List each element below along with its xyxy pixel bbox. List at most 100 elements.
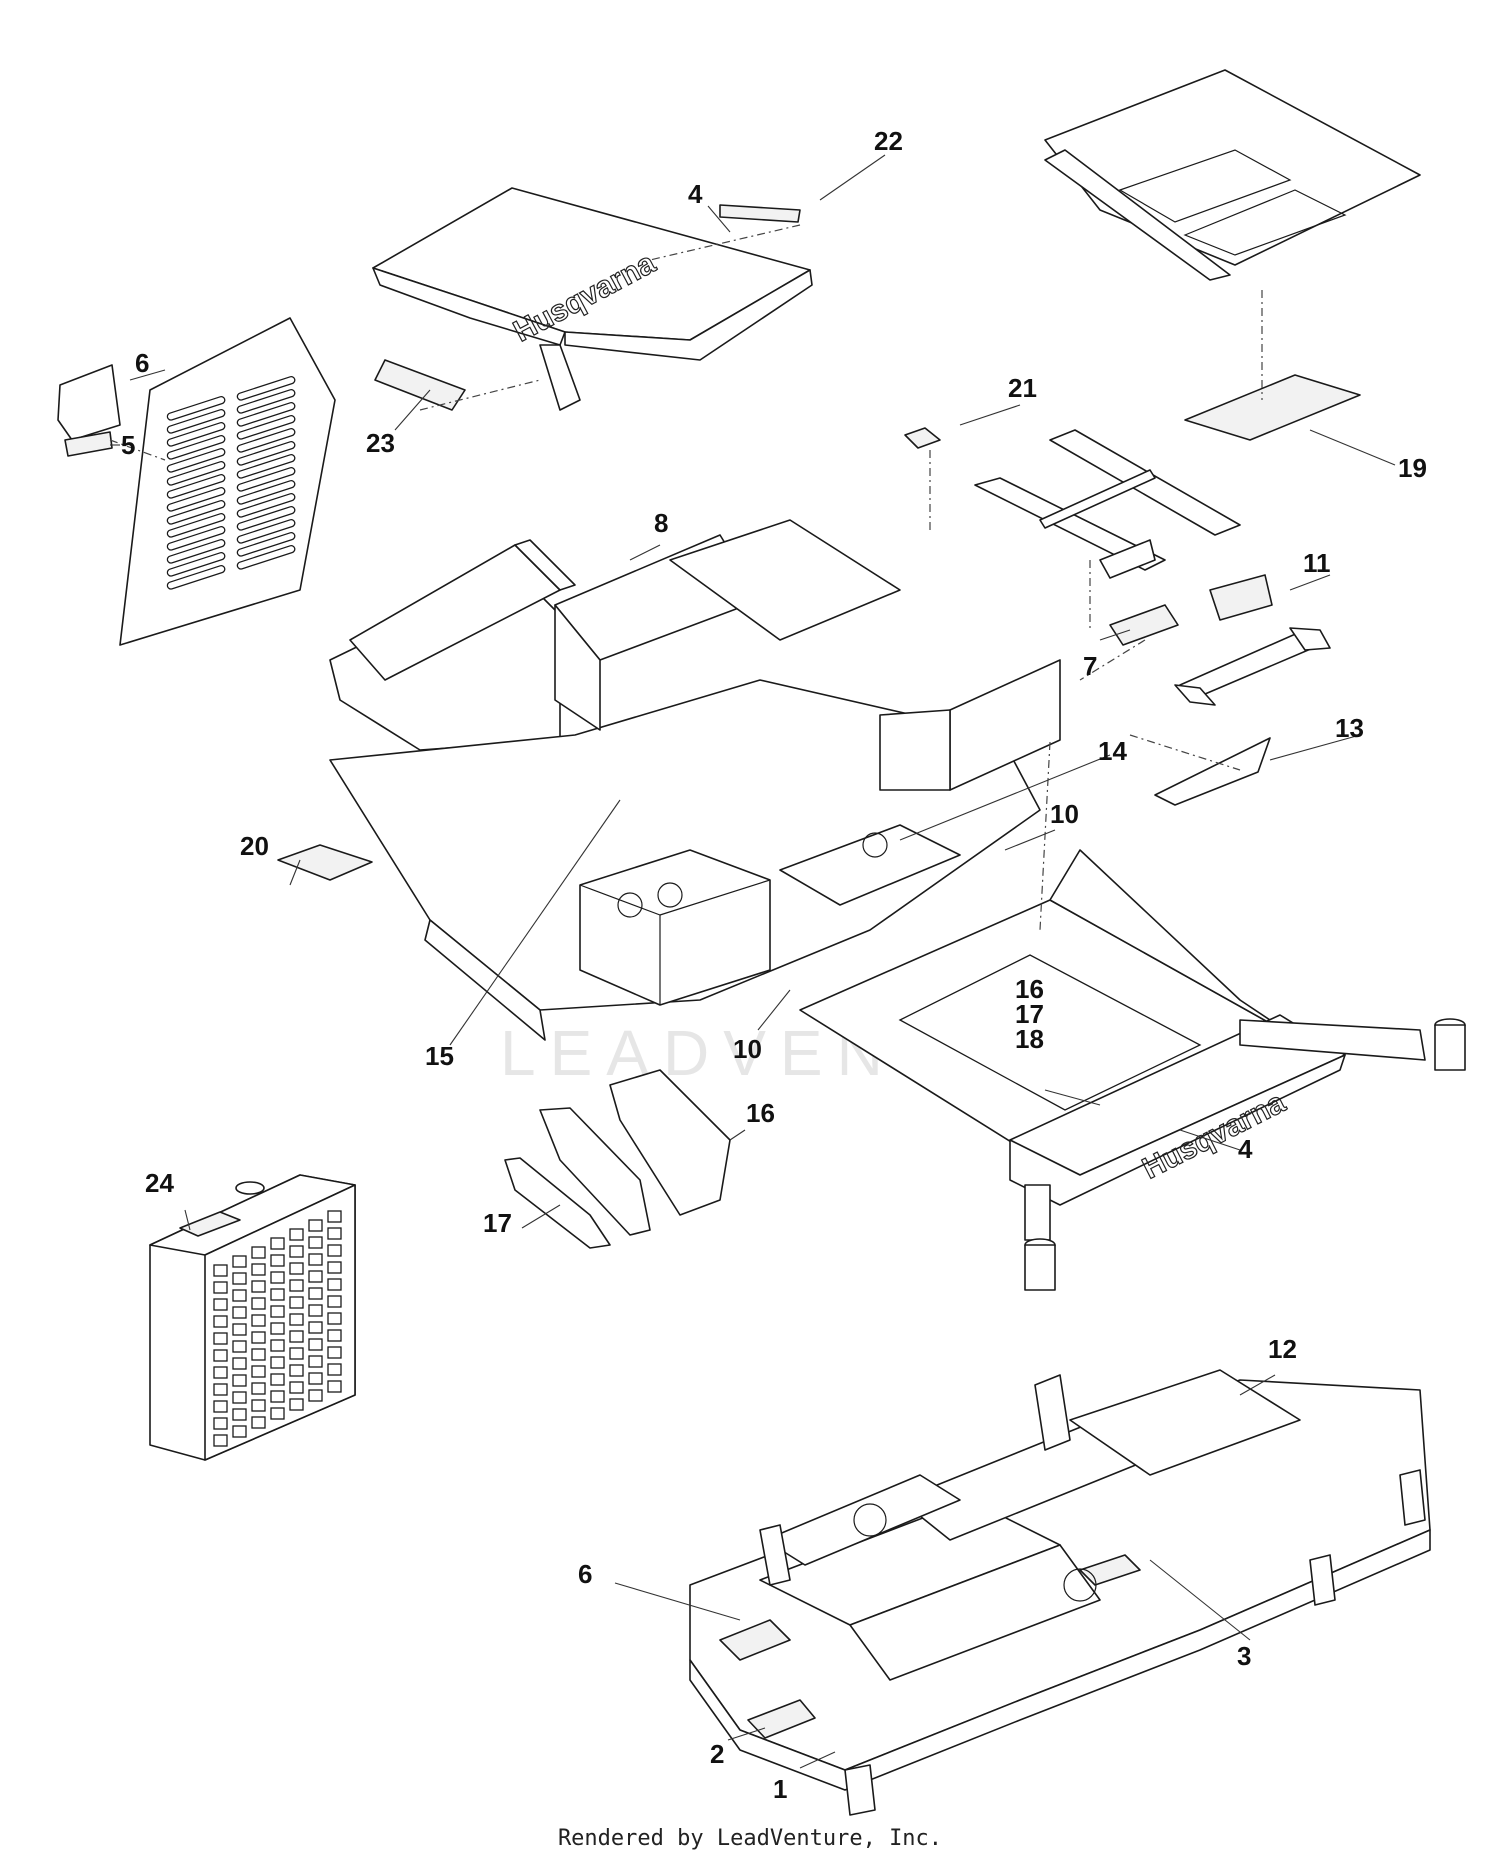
callout-23: 21 — [1008, 373, 1037, 403]
callout-4-bumper: 4 — [1238, 1134, 1253, 1164]
assembly-line — [1079, 639, 1146, 681]
grille-cell — [251, 1314, 266, 1327]
grille-cell — [232, 1425, 247, 1438]
grille-slot — [236, 531, 296, 557]
callout-16: 16 — [746, 1098, 775, 1128]
grille-cell — [289, 1245, 304, 1258]
grille-slot — [166, 473, 226, 499]
grille-cell — [289, 1347, 304, 1360]
part-25-strip — [374, 359, 466, 411]
grille-cell — [232, 1255, 247, 1268]
assembly-line — [649, 224, 801, 261]
grille-slot — [166, 499, 226, 525]
grille-cell — [232, 1374, 247, 1387]
grille-cell — [327, 1278, 342, 1291]
grille-cell — [232, 1408, 247, 1421]
grille-cell — [232, 1340, 247, 1353]
grille-cell — [213, 1383, 228, 1396]
callout-7: 6 — [135, 348, 149, 378]
grille-slot — [166, 395, 226, 421]
grille-cell — [308, 1219, 323, 1232]
seat-pan — [1044, 69, 1421, 281]
assembly-line — [109, 439, 166, 461]
grille-cell — [327, 1363, 342, 1376]
grille-slot — [166, 525, 226, 551]
callout-15: 15 — [425, 1041, 454, 1071]
grille-cell — [251, 1246, 266, 1259]
grille-cell — [213, 1400, 228, 1413]
grille-cell — [251, 1280, 266, 1293]
grille-cell — [327, 1210, 342, 1223]
grille-cell — [308, 1304, 323, 1317]
grille-slot — [236, 518, 296, 544]
callout-10-right: 10 — [1050, 799, 1079, 829]
grille-cell — [232, 1357, 247, 1370]
grille-cell — [289, 1262, 304, 1275]
grille-slot — [236, 388, 296, 414]
grille-slot — [236, 479, 296, 505]
grille-cell — [308, 1270, 323, 1283]
grille-cell — [270, 1373, 285, 1386]
grille-slot — [236, 505, 296, 531]
grille-cell — [289, 1330, 304, 1343]
grille-cell — [327, 1380, 342, 1393]
part-16-plate — [609, 1069, 731, 1216]
part-5-label — [64, 431, 113, 457]
callout-10-left: 10 — [733, 1034, 762, 1064]
grille-cell — [327, 1329, 342, 1342]
callout-5: 5 — [121, 430, 135, 460]
callout-labels: 22 4 6 5 23 21 19 8 11 7 14 13 10 20 16 … — [121, 126, 1427, 1804]
grille-cell — [232, 1272, 247, 1285]
grille-slot — [166, 434, 226, 460]
grille-cell — [270, 1271, 285, 1284]
chassis-frame — [329, 519, 1301, 1161]
grille-cell — [327, 1227, 342, 1240]
grille-cell — [251, 1348, 266, 1361]
callout-20: 18 — [1015, 1024, 1044, 1054]
part-11-decal — [1209, 574, 1273, 621]
callout-13: 13 — [1335, 713, 1364, 743]
grille-slot — [166, 564, 226, 590]
grille-cell — [270, 1339, 285, 1352]
grille-cell — [327, 1312, 342, 1325]
grille-cell — [232, 1289, 247, 1302]
part-24-strip — [719, 204, 801, 223]
grille-box — [149, 1174, 356, 1461]
grille-cell — [270, 1288, 285, 1301]
callout-22: 20 — [240, 831, 269, 861]
grille-cell — [308, 1389, 323, 1402]
grille-slot — [166, 421, 226, 447]
callout-6: 6 — [578, 1559, 592, 1589]
grille-slot — [236, 544, 296, 570]
grille-cell — [270, 1390, 285, 1403]
grille-cell — [270, 1254, 285, 1267]
callout-3: 3 — [1237, 1641, 1251, 1671]
grille-cell — [270, 1305, 285, 1318]
grille-cell — [327, 1295, 342, 1308]
assembly-line — [1039, 741, 1051, 931]
callout-14: 14 — [1098, 736, 1127, 766]
grille-cell — [289, 1313, 304, 1326]
callout-11: 11 — [1303, 548, 1331, 578]
callout-9: 8 — [654, 508, 668, 538]
grille-cell — [327, 1261, 342, 1274]
grille-slot — [166, 460, 226, 486]
grille-slot — [166, 538, 226, 564]
part-17-plate-b — [504, 1157, 611, 1249]
grille-cell — [270, 1322, 285, 1335]
callout-19: 17 — [1015, 999, 1044, 1029]
grille-slot — [166, 408, 226, 434]
callout-25: 23 — [366, 428, 395, 458]
callout-26: 24 — [145, 1168, 174, 1198]
grille-cell — [308, 1372, 323, 1385]
grille-cell — [213, 1298, 228, 1311]
callout-2: 2 — [710, 1739, 724, 1769]
grille-slot — [236, 401, 296, 427]
grille-cell — [270, 1237, 285, 1250]
grille-cell — [308, 1236, 323, 1249]
grille-cell — [213, 1417, 228, 1430]
footer-credit: Rendered by LeadVenture, Inc. — [557, 1826, 943, 1851]
grille-cell — [308, 1355, 323, 1368]
assembly-line — [419, 379, 541, 411]
